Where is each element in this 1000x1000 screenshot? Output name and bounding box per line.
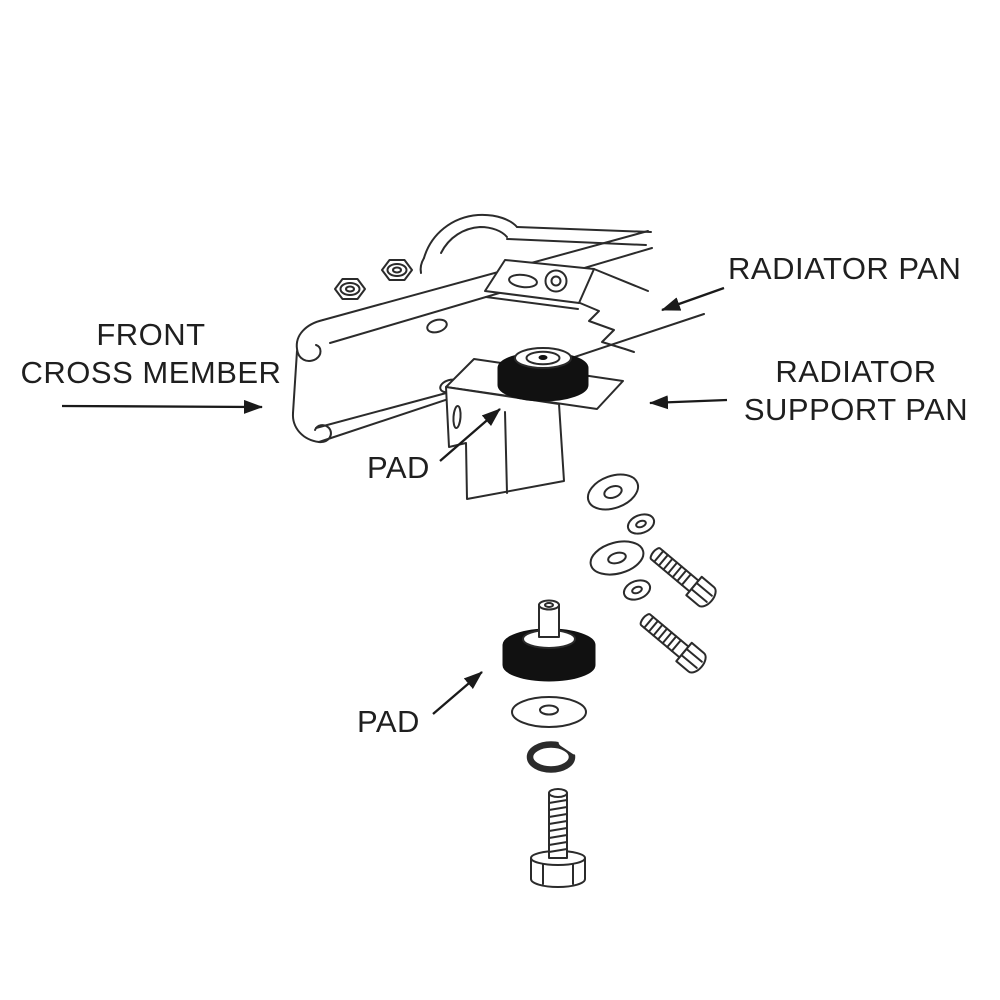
pan-break-line <box>579 302 626 350</box>
washer-2 <box>626 513 656 535</box>
front-cross-member-label: FRONT CROSS MEMBER <box>0 316 302 392</box>
radiator-support-pan-label: RADIATOR SUPPORT PAN <box>722 353 990 429</box>
callout-arrows <box>61 286 728 715</box>
pad-upper-label: PAD <box>367 449 430 487</box>
hex-nut-right <box>381 259 413 281</box>
washer-3 <box>589 540 645 576</box>
bracket-slot <box>452 405 462 429</box>
washer-4 <box>622 579 652 601</box>
washer-stack-drawing <box>586 473 656 601</box>
front-cross-member-arrow <box>61 399 263 414</box>
lock-washer <box>526 741 576 773</box>
washer-1 <box>586 473 640 511</box>
radiator-support-pan-arrow <box>649 395 728 410</box>
pan-slot <box>508 273 538 289</box>
pad-lower-arrow <box>432 671 483 715</box>
bolt-pair-drawing <box>639 547 717 674</box>
front-cross-member-label-line2: CROSS MEMBER <box>20 355 282 390</box>
hex-nuts-drawing <box>334 259 413 300</box>
hex-nut-left <box>334 278 366 300</box>
radiator-pan-label: RADIATOR PAN <box>728 250 961 288</box>
pad-lower-label: PAD <box>357 703 420 741</box>
radiator-pan-label-text: RADIATOR PAN <box>728 251 962 286</box>
lock-washer-drawing <box>526 737 580 773</box>
bolt-head <box>530 858 586 888</box>
pad-upper-label-text: PAD <box>367 450 430 485</box>
upper-pad-drawing <box>497 347 589 402</box>
pan-mount-plate <box>484 259 595 304</box>
flat-washer <box>511 696 587 728</box>
mounting-bolt-drawing <box>530 788 586 888</box>
flat-washer-drawing <box>511 696 587 728</box>
lower-pad-drawing <box>502 599 596 682</box>
hex-bolt-upper <box>649 547 717 608</box>
radiator-support-pan-label-line1: RADIATOR <box>775 354 937 389</box>
beam-hole-upper <box>426 318 448 334</box>
radiator-pan-drawing <box>419 213 652 353</box>
front-cross-member-label-line1: FRONT <box>96 317 206 352</box>
hex-bolt-lower <box>639 613 707 674</box>
pad-upper-arrow <box>439 408 501 462</box>
pan-screw-head <box>544 269 568 293</box>
radiator-support-pan-label-line2: SUPPORT PAN <box>743 392 969 427</box>
pad-lower-label-text: PAD <box>357 704 420 739</box>
radiator-pan-arrow <box>661 286 725 312</box>
